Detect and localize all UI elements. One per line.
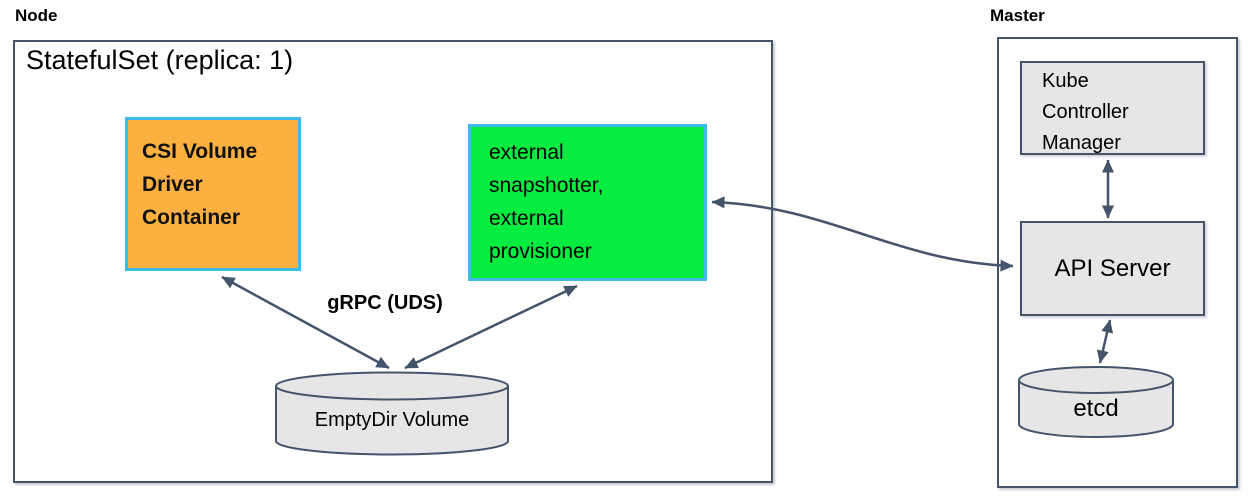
sidecar-box-line: snapshotter,	[489, 174, 604, 197]
api-server-box: API Server	[1020, 221, 1205, 316]
kcm-box-line: Kube	[1042, 70, 1089, 92]
kube-controller-manager-box: Kube Controller Manager	[1020, 61, 1205, 155]
kcm-box-line: Controller	[1042, 101, 1129, 123]
arrow-sidecar-emptydir	[404, 284, 578, 370]
master-section-label: Master	[990, 6, 1045, 25]
sidecar-box-line: external	[489, 141, 564, 164]
api-server-label: API Server	[1054, 254, 1171, 282]
emptydir-volume-label: EmptyDir Volume	[314, 409, 470, 431]
external-sidecars-box: external snapshotter, external provision…	[468, 124, 707, 281]
csi-volume-driver-box: CSI Volume Driver Container	[125, 117, 301, 271]
arrow-apiserver-etcd	[1096, 319, 1114, 364]
csi-box-line: CSI Volume	[142, 140, 258, 163]
etcd-cylinder	[1018, 366, 1174, 438]
arrow-sidecar-apiserver	[711, 196, 1014, 272]
etcd-label: etcd	[1073, 395, 1119, 422]
emptydir-volume-cylinder	[275, 371, 509, 456]
csi-box-line: Container	[142, 206, 241, 229]
grpc-uds-arrow-label: gRPC (UDS)	[327, 292, 443, 314]
node-boundary-box	[13, 40, 773, 483]
kcm-box-line: Manager	[1042, 132, 1121, 154]
arrow-csi-emptydir	[221, 275, 390, 370]
node-section-label: Node	[15, 6, 58, 25]
sidecar-box-line: provisioner	[489, 240, 592, 263]
master-boundary-box	[997, 37, 1238, 488]
statefulset-title: StatefulSet (replica: 1)	[26, 45, 294, 75]
csi-box-line: Driver	[142, 173, 203, 196]
sidecar-box-line: external	[489, 207, 564, 230]
